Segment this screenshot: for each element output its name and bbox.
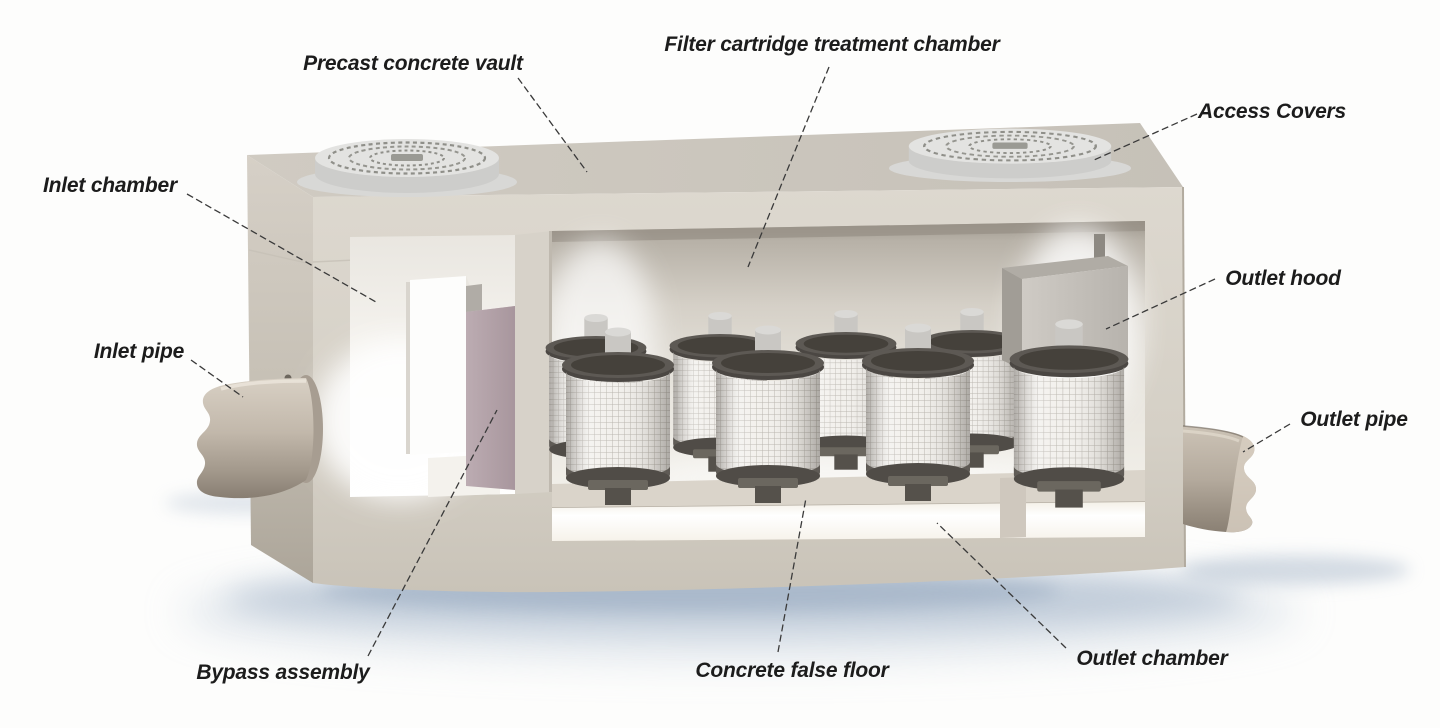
leader-line-outlet-hood: [1105, 278, 1216, 330]
leader-line-inlet-chamber: [186, 193, 377, 303]
leader-line-filter-cartridge-treatment-chamber: [747, 66, 830, 268]
leader-line-concrete-false-floor: [777, 497, 807, 653]
outlet-chamber-slot: [552, 502, 1145, 541]
front-wall-column: [515, 231, 552, 494]
label-access-covers: Access Covers: [1198, 100, 1346, 123]
leader-line-access-covers: [1093, 113, 1198, 161]
label-precast-concrete-vault: Precast concrete vault: [303, 52, 523, 75]
leader-line-precast-concrete-vault: [517, 77, 588, 173]
label-filter-cartridge-treatment-chamber: Filter cartridge treatment chamber: [664, 33, 1000, 56]
leader-line-bypass-assembly: [367, 409, 498, 657]
leader-line-outlet-chamber: [936, 522, 1067, 649]
leader-line-outlet-pipe: [1242, 423, 1291, 453]
label-outlet-pipe: Outlet pipe: [1300, 408, 1408, 431]
outlet-hood-box: [1002, 234, 1128, 370]
bypass-panel: [466, 306, 515, 490]
label-concrete-false-floor: Concrete false floor: [695, 659, 889, 682]
label-inlet-chamber: Inlet chamber: [43, 174, 177, 197]
floor-support: [1000, 477, 1026, 538]
baffle-panel: [410, 276, 466, 455]
outlet-pipe-graphic: [1182, 425, 1256, 533]
access-cover-right: [887, 127, 1133, 184]
label-outlet-hood: Outlet hood: [1225, 267, 1341, 290]
label-outlet-chamber: Outlet chamber: [1076, 647, 1228, 670]
leader-line-inlet-pipe: [190, 359, 244, 398]
vault-left-face: [247, 155, 313, 583]
inlet-pipe-graphic: [196, 374, 323, 499]
access-cover-left: [295, 137, 519, 199]
inlet-chamber-interior: [315, 235, 559, 500]
label-inlet-pipe: Inlet pipe: [93, 340, 185, 363]
label-bypass-assembly: Bypass assembly: [196, 661, 370, 684]
